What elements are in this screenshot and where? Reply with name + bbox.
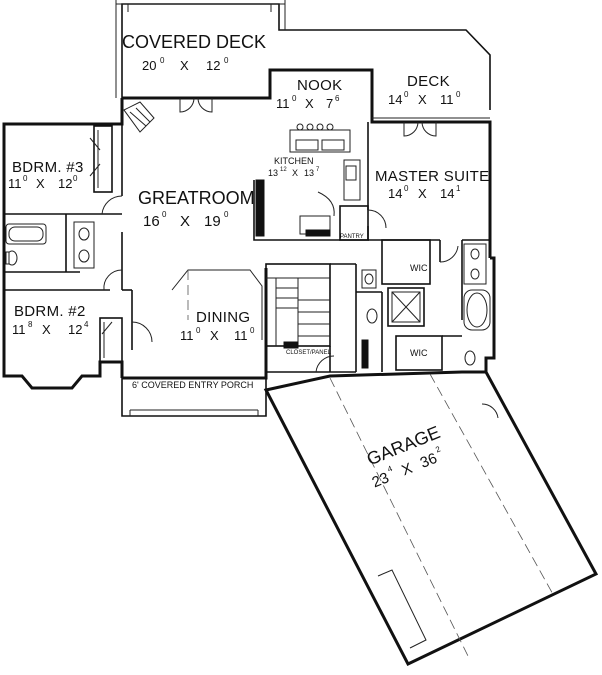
svg-text:0: 0: [404, 90, 409, 99]
master-suite-name: MASTER SUITE: [375, 168, 489, 185]
svg-text:X: X: [418, 186, 427, 201]
svg-text:14: 14: [388, 92, 402, 107]
svg-text:X: X: [180, 58, 189, 73]
svg-text:X: X: [36, 176, 45, 191]
svg-text:11: 11: [8, 176, 22, 191]
bdrm3-name: BDRM. #3: [12, 159, 84, 176]
svg-text:11: 11: [234, 328, 248, 343]
svg-text:0: 0: [404, 184, 409, 193]
dining-name: DINING: [196, 309, 250, 326]
dining-label: DINING 11 0 X 11 0: [180, 309, 255, 343]
svg-text:16: 16: [143, 213, 160, 230]
svg-text:4: 4: [386, 464, 394, 474]
nook-label: NOOK 11 0 X 7 6: [276, 77, 342, 111]
svg-text:12: 12: [58, 176, 72, 191]
svg-text:7: 7: [316, 167, 320, 173]
covered-deck-outline: [115, 0, 491, 110]
covered-deck-name: COVERED DECK: [122, 32, 266, 52]
svg-text:36: 36: [418, 450, 440, 472]
svg-text:11: 11: [180, 328, 194, 343]
covered-deck-label: COVERED DECK 20 0 X 12 0: [122, 32, 266, 73]
svg-text:12: 12: [68, 322, 82, 337]
wic-upper-label: WIC: [410, 263, 428, 273]
svg-text:23: 23: [370, 469, 392, 491]
svg-text:1: 1: [456, 184, 461, 193]
svg-text:14: 14: [388, 186, 402, 201]
svg-text:0: 0: [456, 90, 461, 99]
nook-name: NOOK: [297, 77, 342, 94]
bdrm2-name: BDRM. #2: [14, 303, 86, 320]
svg-text:14: 14: [440, 186, 454, 201]
entry-porch-text: 6' COVERED ENTRY PORCH: [132, 380, 253, 390]
svg-text:X: X: [292, 168, 298, 178]
master-suite-label: MASTER SUITE 14 0 X 14 1: [375, 168, 489, 201]
svg-text:0: 0: [292, 94, 297, 103]
svg-text:0: 0: [162, 210, 167, 219]
wic-lower-label: WIC: [410, 348, 428, 358]
svg-text:X: X: [418, 92, 427, 107]
deck-name: DECK: [407, 73, 450, 90]
svg-text:X: X: [42, 322, 51, 337]
svg-text:8: 8: [28, 320, 33, 329]
svg-text:X: X: [399, 460, 415, 480]
greatroom-label: GREATROOM 16 0 X 19 0: [138, 188, 255, 230]
svg-text:11: 11: [276, 96, 290, 111]
svg-text:19: 19: [204, 213, 221, 230]
closet-note: CLOSET/PANEL: [286, 350, 332, 356]
kitchen-label: KITCHEN 13 12 X 13 7 PANTRY: [268, 156, 364, 240]
pantry-label: PANTRY: [340, 234, 364, 240]
svg-text:13: 13: [268, 168, 278, 178]
svg-text:7: 7: [326, 96, 333, 111]
kitchen-name: KITCHEN: [274, 156, 314, 166]
svg-text:13: 13: [304, 168, 314, 178]
svg-text:4: 4: [84, 320, 89, 329]
entry-porch-label: 6' COVERED ENTRY PORCH CLOSET/PANEL: [132, 350, 332, 390]
svg-text:2: 2: [434, 444, 442, 454]
deck-label: DECK 14 0 X 11 0: [388, 73, 461, 107]
svg-text:0: 0: [224, 210, 229, 219]
svg-text:12: 12: [280, 167, 287, 173]
fixtures: [5, 101, 491, 369]
svg-text:0: 0: [196, 326, 201, 335]
svg-text:6: 6: [335, 94, 340, 103]
wic-labels: WIC WIC: [410, 263, 428, 358]
svg-text:0: 0: [224, 56, 229, 65]
greatroom-name: GREATROOM: [138, 188, 255, 208]
garage-outline: [263, 370, 599, 666]
covered-deck-dim-h: 12: [206, 58, 220, 73]
bdrm3-label: BDRM. #3 11 0 X 12 0: [8, 159, 84, 191]
svg-text:X: X: [180, 213, 190, 230]
svg-text:0: 0: [160, 56, 165, 65]
covered-deck-dim-w: 20: [142, 58, 156, 73]
interior-walls: [4, 122, 490, 373]
svg-text:0: 0: [73, 174, 78, 183]
svg-text:X: X: [305, 96, 314, 111]
svg-text:0: 0: [250, 326, 255, 335]
doors: [89, 97, 499, 419]
garage-label: GARAGE 23 4 X 36 2: [364, 422, 443, 491]
bdrm2-label: BDRM. #2 11 8 X 12 4: [12, 303, 89, 337]
svg-text:0: 0: [23, 174, 28, 183]
svg-text:X: X: [210, 328, 219, 343]
svg-text:11: 11: [12, 322, 26, 337]
svg-text:11: 11: [440, 92, 454, 107]
